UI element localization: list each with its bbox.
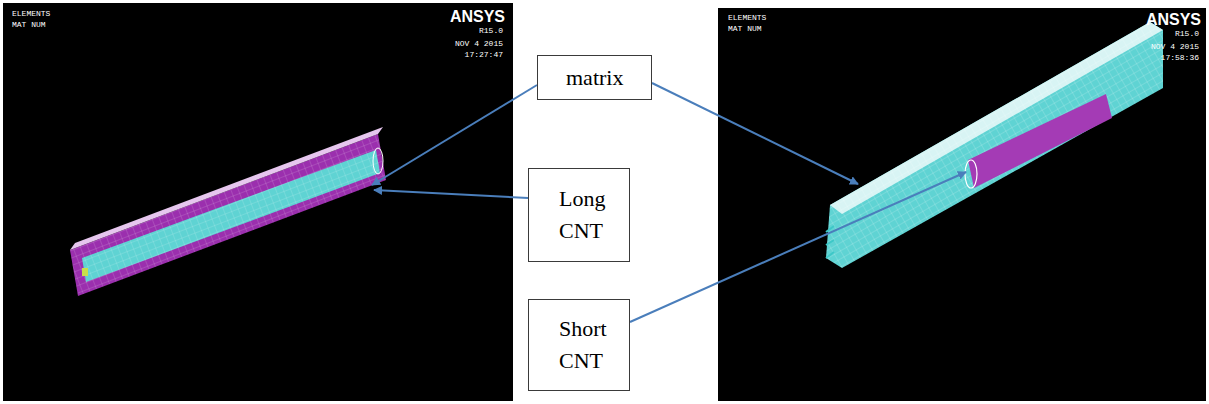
leader-line (374, 190, 528, 198)
label-box: matrix (537, 55, 652, 100)
box-label: Short CNT (559, 313, 623, 377)
software-logo: ANSYS (1146, 12, 1201, 28)
render-annotation: NOV 4 2015 (455, 40, 503, 48)
box-label: matrix (566, 62, 623, 94)
render-panel (718, 8, 1206, 401)
render-annotation: MAT NUM (12, 21, 46, 29)
render-annotation: ELEMENTS (12, 10, 50, 18)
leader-line (630, 172, 966, 322)
leader-line (652, 83, 858, 184)
render-annotation: 17:58:36 (1161, 54, 1199, 62)
render-panel (3, 3, 513, 401)
render-annotation: 17:27:47 (465, 51, 503, 59)
label-box: Long CNT (528, 168, 630, 262)
box-label: Long CNT (559, 183, 623, 247)
render-annotation: NOV 4 2015 (1151, 43, 1199, 51)
software-logo: ANSYS (450, 9, 505, 25)
render-annotation: R15.0 (479, 27, 503, 35)
render-annotation: R15.0 (1175, 30, 1199, 38)
long-cnt-model (70, 127, 386, 296)
render-annotation: MAT NUM (728, 25, 762, 33)
render-annotation: ELEMENTS (728, 14, 766, 22)
leader-line (372, 85, 537, 185)
short-cnt-model (826, 22, 1163, 268)
label-box: Short CNT (528, 299, 630, 391)
leader-lines (372, 83, 966, 322)
